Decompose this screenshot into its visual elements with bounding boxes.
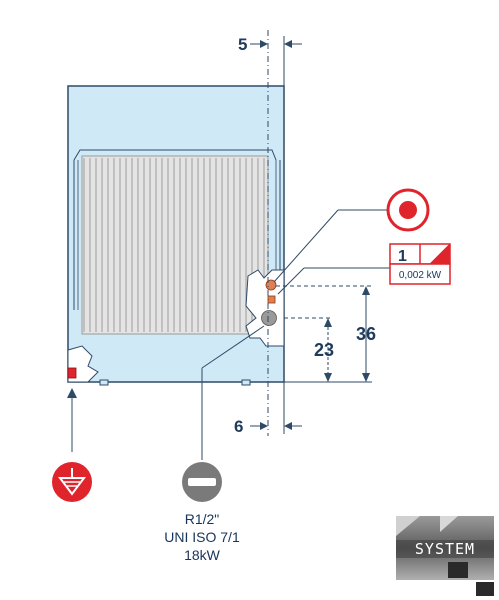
electric-connection-icon xyxy=(386,188,430,232)
gas-connection-icon xyxy=(182,462,222,502)
dimension-bottom-gap: 6 xyxy=(234,417,302,436)
dim-23-label: 23 xyxy=(314,340,334,360)
equipotential-ground-icon xyxy=(52,462,92,502)
gas-line-2: UNI ISO 7/1 xyxy=(164,529,240,545)
dimension-23: 23 xyxy=(314,318,334,382)
electrical-spec-badge: 1 0,002 kW xyxy=(389,243,451,285)
gas-spec: R1/2" UNI ISO 7/1 18kW xyxy=(164,511,240,563)
front-grille xyxy=(81,155,269,335)
gas-connector xyxy=(261,310,277,326)
cutaway-right xyxy=(245,269,285,347)
leader-lines xyxy=(67,209,390,460)
dimension-top-gap: 5 xyxy=(238,35,302,54)
electric-terminal xyxy=(267,295,276,304)
gas-line-3: 18kW xyxy=(184,547,221,563)
dim-top-gap-label: 5 xyxy=(238,35,247,54)
cutaway-left xyxy=(67,345,99,383)
logo-text: SYSTEM xyxy=(415,540,475,558)
system-logo: SYSTEM xyxy=(396,516,494,596)
reference-lines xyxy=(267,30,372,436)
dim-36-label: 36 xyxy=(356,324,376,344)
ground-terminal xyxy=(67,367,77,379)
dim-bottom-gap-label: 6 xyxy=(234,417,243,436)
power-label: 0,002 kW xyxy=(399,270,442,281)
phase-label: 1 xyxy=(398,248,407,265)
gas-line-1: R1/2" xyxy=(185,511,220,527)
dimension-36: 36 xyxy=(356,286,376,382)
